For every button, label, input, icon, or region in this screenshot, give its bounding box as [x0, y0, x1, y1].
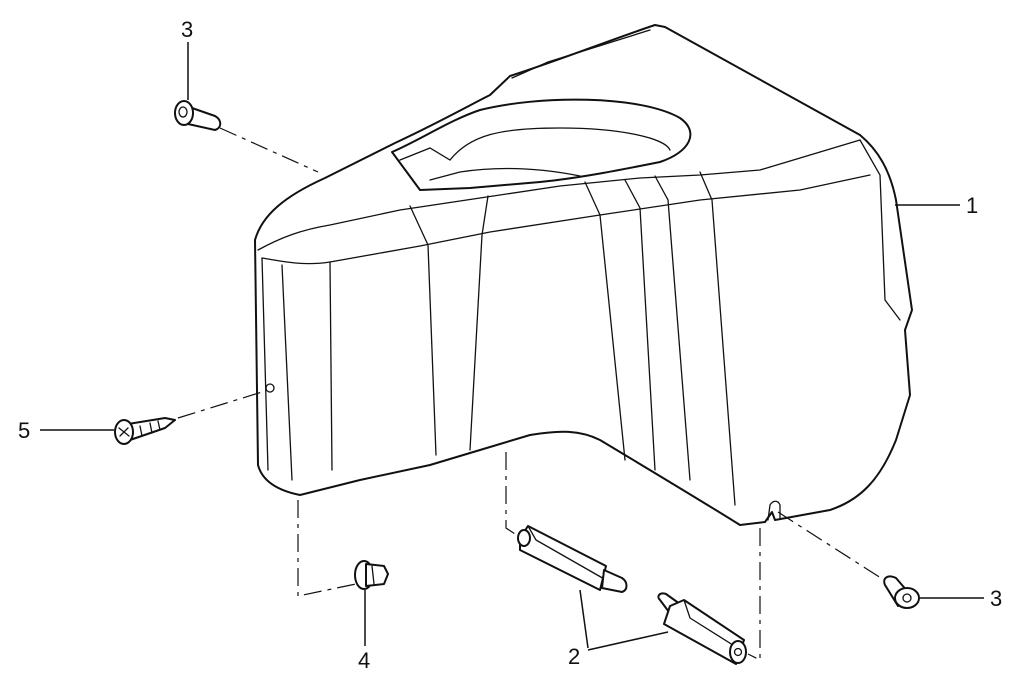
- handle-inner-rim: [399, 127, 671, 161]
- standoff-lower-face: [683, 599, 745, 653]
- leader-2-b: [587, 631, 669, 651]
- assembly-lines: [177, 127, 885, 661]
- callout-labels: 1 3 3 5 4 2: [18, 17, 1002, 673]
- assembly-line-screw-top: [219, 127, 319, 173]
- left-edge-inner: [281, 264, 293, 481]
- panel-line-4: [584, 181, 626, 461]
- side-screw-hole: [265, 383, 275, 393]
- callout-3-right: 3: [990, 586, 1002, 611]
- housing-cover: [254, 24, 913, 526]
- screw-head-inner: [178, 106, 188, 118]
- assembly-line-standoff-upper: [505, 452, 519, 537]
- shoulder-screw-top: [174, 100, 222, 131]
- standoff-lower: [657, 592, 747, 665]
- panel-line-3: [469, 195, 489, 451]
- clip-body: [365, 563, 389, 587]
- assembly-line-clip: [297, 500, 357, 597]
- shoulder-screw-right: [883, 575, 920, 609]
- callout-3-top: 3: [181, 17, 193, 42]
- bottom-slot: [767, 500, 781, 521]
- panel-line-7: [699, 171, 736, 506]
- handle-inner-depth: [429, 167, 581, 181]
- panel-line-2: [409, 205, 437, 456]
- push-clip: [354, 560, 389, 590]
- tapping-screw-thread: [139, 420, 161, 437]
- clip-slit: [371, 565, 375, 585]
- callout-5: 5: [18, 418, 30, 443]
- screw-head-right-socket: [902, 593, 912, 603]
- callout-4: 4: [358, 648, 370, 673]
- leader-lines: [40, 42, 984, 651]
- standoff-upper-face: [527, 525, 607, 581]
- standoff-upper-pin: [601, 569, 628, 593]
- screw-head: [174, 100, 194, 126]
- left-edge: [261, 257, 269, 471]
- tapping-screw: [114, 417, 176, 445]
- front-bevel: [261, 174, 871, 265]
- assembly-line-tapping-screw: [177, 391, 263, 419]
- assembly-line-standoff-lower: [747, 528, 761, 661]
- standoff-upper-end: [517, 529, 531, 547]
- callout-2: 2: [568, 644, 580, 669]
- assembly-line-screw-right: [777, 511, 885, 581]
- panel-line-5: [624, 179, 656, 471]
- callout-1: 1: [966, 193, 978, 218]
- leader-2-a: [579, 589, 589, 649]
- screw-shank: [187, 107, 222, 131]
- top-crease: [257, 139, 861, 251]
- tapping-screw-slot: [118, 427, 130, 437]
- standoff-upper: [517, 525, 628, 593]
- standoff-lower-end: [729, 640, 747, 664]
- handle-opening: [391, 98, 692, 191]
- panel-line-8: [859, 139, 901, 321]
- screw-head-right: [894, 587, 920, 609]
- handle-rear-edge: [511, 29, 651, 79]
- panel-line-1: [329, 261, 333, 471]
- standoff-lower-bore: [733, 647, 743, 657]
- panel-line-6: [654, 175, 691, 481]
